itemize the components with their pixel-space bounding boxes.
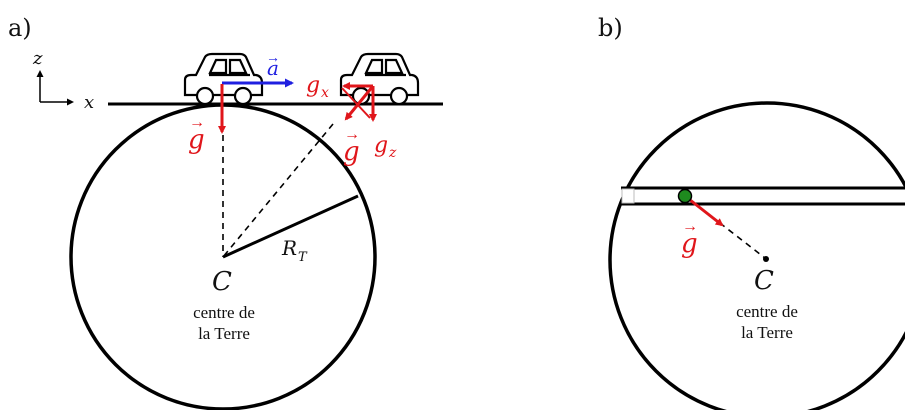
tunnel-entrance (621, 188, 635, 204)
axis-indicator: z x (32, 48, 94, 113)
center-caption-line1: centre de (193, 303, 255, 322)
dashed-radius-tilted (222, 123, 334, 258)
car-right (339, 52, 420, 106)
center-dot (763, 256, 769, 262)
gravity-label-left: g → (188, 114, 205, 155)
svg-text:g: g (306, 73, 320, 98)
ball (677, 188, 693, 204)
center-caption-b-line1: centre de (736, 302, 798, 321)
svg-text:a: a (267, 56, 279, 80)
panel-b-label: b) (598, 14, 623, 42)
svg-text:T: T (298, 250, 308, 265)
svg-text:→: → (266, 51, 280, 66)
gz-label: g z (374, 133, 397, 161)
center-caption-line2: la Terre (198, 324, 250, 343)
gravity-vector-b (684, 194, 724, 227)
gx-label: g x (306, 73, 329, 101)
radius-line (222, 194, 359, 259)
svg-text:z: z (388, 145, 397, 161)
center-caption-b-line2: la Terre (741, 323, 793, 342)
panel-b: b) g → C centre de la Terre (598, 14, 905, 410)
earth-circle-b (608, 101, 905, 410)
svg-text:x: x (321, 85, 329, 101)
center-label: C (212, 267, 232, 297)
car-left (183, 52, 264, 106)
svg-text:g: g (188, 125, 205, 155)
svg-text:→: → (682, 218, 698, 235)
center-label-b: C (754, 266, 774, 296)
panel-a: a) z x R T C centre de la Terre (8, 14, 443, 410)
gravity-label-tilted: g → (343, 126, 360, 167)
axis-x-label: x (84, 92, 94, 113)
gravity-vector-tilted (344, 85, 375, 121)
gravity-label-b: g → (681, 218, 698, 259)
svg-text:g: g (343, 137, 360, 167)
svg-text:→: → (189, 114, 205, 131)
svg-text:→: → (344, 126, 360, 143)
svg-text:g: g (681, 229, 698, 259)
panel-a-label: a) (8, 14, 32, 42)
acceleration-label: a → (266, 51, 280, 80)
gravity-construction-line (341, 87, 371, 119)
axis-z-label: z (32, 48, 43, 69)
svg-text:g: g (374, 133, 388, 158)
radius-label: R T (281, 236, 308, 265)
svg-text:R: R (281, 236, 297, 260)
